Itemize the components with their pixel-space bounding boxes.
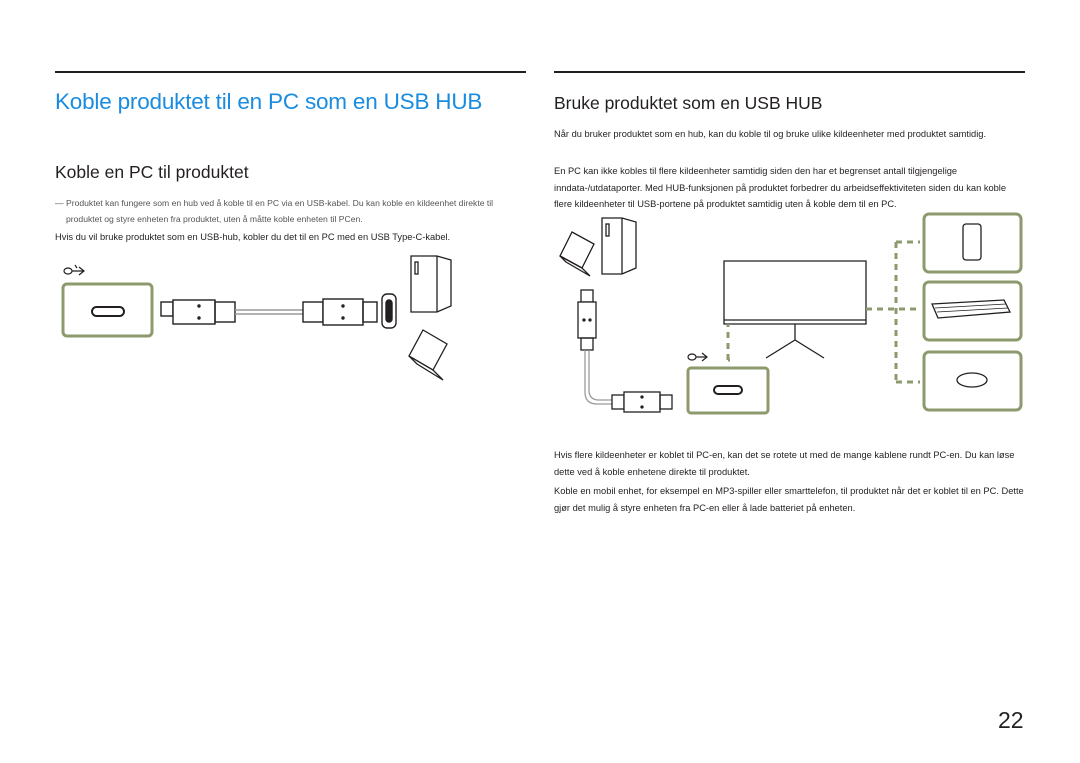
left-body-text: Hvis du vil bruke produktet som en USB-h… (55, 232, 451, 242)
usb-c-plug-left-icon (160, 299, 236, 325)
keyboard-device-box (922, 280, 1023, 342)
section-heading-connect-pc: Koble en PC til produktet (55, 162, 249, 182)
right-para-2: En PC kan ikke kobles til flere kildeenh… (554, 166, 1007, 209)
usb-c-symbol-icon (63, 264, 85, 276)
right-para-4: Koble en mobil enhet, for eksempel en MP… (554, 486, 1024, 513)
pc-connection-illustration (61, 255, 452, 381)
laptop-icon (559, 231, 595, 277)
monitor-usb-c-port (61, 282, 154, 338)
section-heading-use-as-hub: Bruke produktet som en USB HUB (554, 93, 823, 113)
desktop-tower-icon (601, 217, 637, 275)
page-number: 22 (998, 707, 1024, 733)
usb-c-plug-right-icon (302, 298, 378, 326)
monitor-icon (723, 260, 867, 359)
laptop-icon (408, 329, 448, 381)
note: ― Produktet kan fungere som en hub ved å… (55, 195, 515, 227)
mouse-device-box (922, 350, 1023, 412)
top-rule-right (554, 71, 1025, 73)
top-rule-left (55, 71, 526, 73)
usb-c-cable-icon (235, 309, 303, 315)
usb-c-plug-horizontal-icon (611, 391, 673, 413)
note-dash: ― (55, 198, 64, 208)
right-para-3: Hvis flere kildeenheter er koblet til PC… (554, 450, 1015, 477)
smartphone-device-box (922, 212, 1023, 274)
usb-c-symbol-icon (687, 352, 708, 362)
monitor-usb-c-port (686, 366, 770, 415)
desktop-tower-icon (410, 255, 452, 313)
usb-c-plug-vertical-icon (577, 289, 597, 351)
pc-usb-c-port (381, 293, 397, 329)
page-title: Koble produktet til en PC som en USB HUB (55, 89, 483, 114)
hub-cable-icon (584, 350, 612, 405)
right-para-1: Når du bruker produktet som en hub, kan … (554, 129, 987, 139)
usb-hub-dashed-lines (726, 240, 920, 384)
note-text: Produktet kan fungere som en hub ved å k… (66, 198, 494, 224)
usb-hub-illustration (559, 212, 1023, 415)
